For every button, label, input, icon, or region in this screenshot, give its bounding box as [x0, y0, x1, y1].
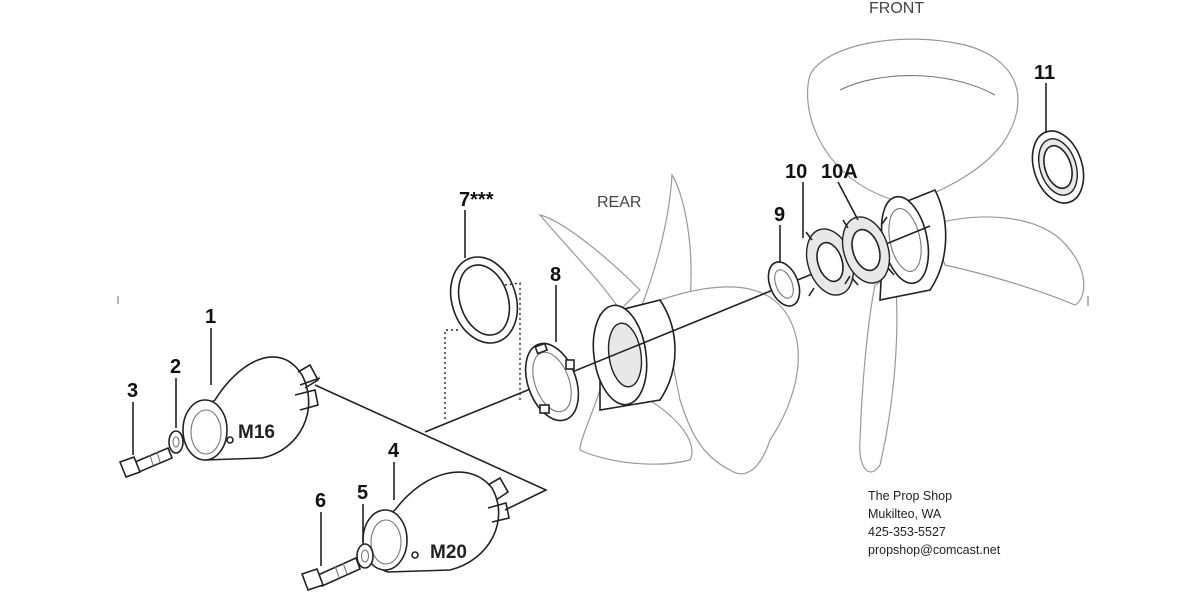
callout-5: 5: [357, 482, 368, 504]
label-front: FRONT: [869, 0, 924, 17]
callout-1: 1: [205, 306, 216, 328]
callout-2: 2: [170, 356, 181, 378]
part-2-washer: [168, 430, 184, 454]
callout-8: 8: [550, 264, 561, 286]
callout-6: 6: [315, 490, 326, 512]
callout-10: 10: [785, 161, 807, 183]
part-1-cone-m16: [182, 356, 321, 461]
cone-marking-m20: M20: [430, 542, 467, 563]
callout-11: 11: [1034, 62, 1055, 84]
callout-3: 3: [127, 380, 138, 402]
part-8-thrust-washer: [524, 342, 580, 422]
callout-9: 9: [774, 204, 785, 226]
part-5-washer: [356, 543, 374, 569]
shop-contact-block: The Prop Shop Mukilteo, WA 425-353-5527 …: [868, 487, 1000, 559]
shop-email: propshop@comcast.net: [868, 543, 1001, 557]
front-propeller: [806, 38, 1089, 473]
part-6-bolt: [300, 556, 362, 592]
callout-7: 7***: [459, 189, 494, 211]
shop-city: Mukilteo, WA: [868, 507, 942, 521]
callout-10a: 10A: [821, 161, 858, 183]
part-4-cone-m20: [362, 471, 510, 573]
part-7-ring: [444, 256, 521, 420]
label-rear: REAR: [597, 194, 641, 211]
part-3-bolt: [118, 446, 174, 479]
part-11-bushing: [1031, 130, 1085, 204]
shop-name: The Prop Shop: [868, 489, 953, 503]
part-10a-spline-adapter: [841, 216, 895, 285]
rear-propeller: [538, 173, 799, 475]
cone-marking-m16: M16: [238, 422, 275, 443]
shop-phone: 425-353-5527: [868, 525, 946, 539]
cone-connector: [314, 384, 548, 511]
part-9-washer: [767, 261, 801, 307]
leader-lines: [132, 83, 1047, 566]
callout-4: 4: [388, 440, 400, 462]
